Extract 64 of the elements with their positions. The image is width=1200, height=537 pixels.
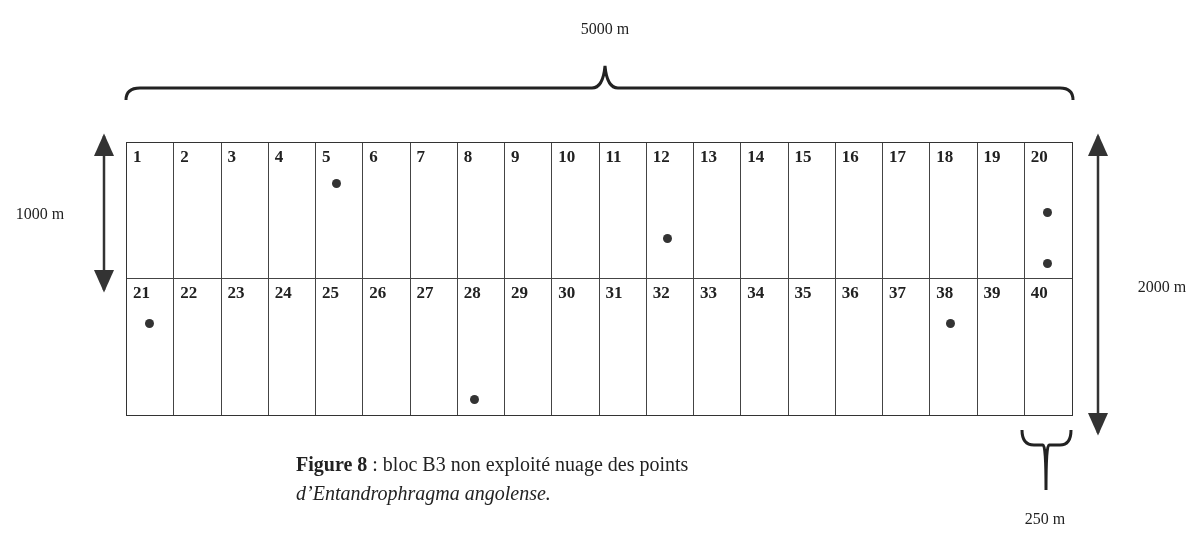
plot-number: 14 (747, 147, 765, 167)
plot-number: 23 (227, 283, 245, 303)
plot-number: 29 (511, 283, 528, 303)
plot-cell (599, 143, 647, 279)
plot-number: 35 (794, 283, 812, 303)
plot-number: 10 (558, 147, 576, 167)
dimension-label: 250 m (1024, 510, 1066, 528)
plot-cell (646, 143, 694, 279)
plot-number: 19 (983, 147, 1001, 167)
plot-number: 8 (463, 147, 473, 167)
plot-number: 5 (322, 147, 331, 167)
figure-caption: Figure 8 : bloc B3 non exploité nuage des points d’Entandrophragma angolense. (296, 452, 690, 507)
plot-cell (977, 143, 1025, 279)
plot-cell (457, 143, 505, 279)
plot-number: 22 (180, 283, 198, 303)
plot-number: 27 (416, 283, 434, 303)
plot-number: 26 (369, 283, 387, 303)
plot-number: 21 (133, 283, 150, 303)
plot-number: 15 (794, 147, 812, 167)
plot-number: 16 (841, 147, 859, 167)
plot-cell (694, 143, 742, 279)
plot-number: 39 (983, 283, 1001, 303)
plot-number: 40 (1030, 283, 1048, 303)
plot-number: 20 (1030, 147, 1048, 167)
plot-cell (505, 143, 553, 279)
plot-number: 4 (274, 147, 284, 167)
plot-number: 30 (558, 283, 576, 303)
plot-number: 31 (605, 283, 623, 303)
plot-cell (788, 143, 836, 279)
plot-number: 1 (133, 147, 142, 167)
plot-cell (552, 143, 600, 279)
plot-number: 28 (463, 283, 481, 303)
plot-number: 36 (841, 283, 859, 303)
dimension-label: 1000 m (15, 205, 65, 223)
plot-cell (930, 143, 978, 279)
plot-number: 13 (700, 147, 717, 167)
plot-cell (127, 143, 175, 279)
plot-number: 17 (889, 147, 906, 167)
plot-number: 25 (322, 283, 339, 303)
plot-number: 9 (511, 147, 520, 167)
plot-cell (221, 143, 269, 279)
plot-number: 38 (936, 283, 954, 303)
plot-cell (883, 143, 931, 279)
plot-cell (174, 143, 222, 279)
plot-number: 18 (936, 147, 954, 167)
plot-number: 12 (652, 147, 670, 167)
plot-cell (410, 143, 458, 279)
plot-number: 6 (369, 147, 378, 167)
dimension-label: 2000 m (1137, 278, 1187, 296)
plot-number: 3 (227, 147, 236, 167)
plot-cell (741, 143, 789, 279)
plot-number: 11 (605, 147, 622, 167)
plot-cell (316, 143, 364, 279)
plot-number: 2 (180, 147, 189, 167)
plot-number: 37 (889, 283, 906, 303)
plot-cell (363, 143, 411, 279)
plot-cell (835, 143, 883, 279)
plot-cell (268, 143, 316, 279)
dimension-label: 5000 m (580, 20, 630, 38)
plot-number: 24 (274, 283, 292, 303)
plot-number: 33 (700, 283, 717, 303)
plot-number: 34 (747, 283, 765, 303)
plot-number: 7 (416, 147, 425, 167)
plot-number: 32 (652, 283, 670, 303)
